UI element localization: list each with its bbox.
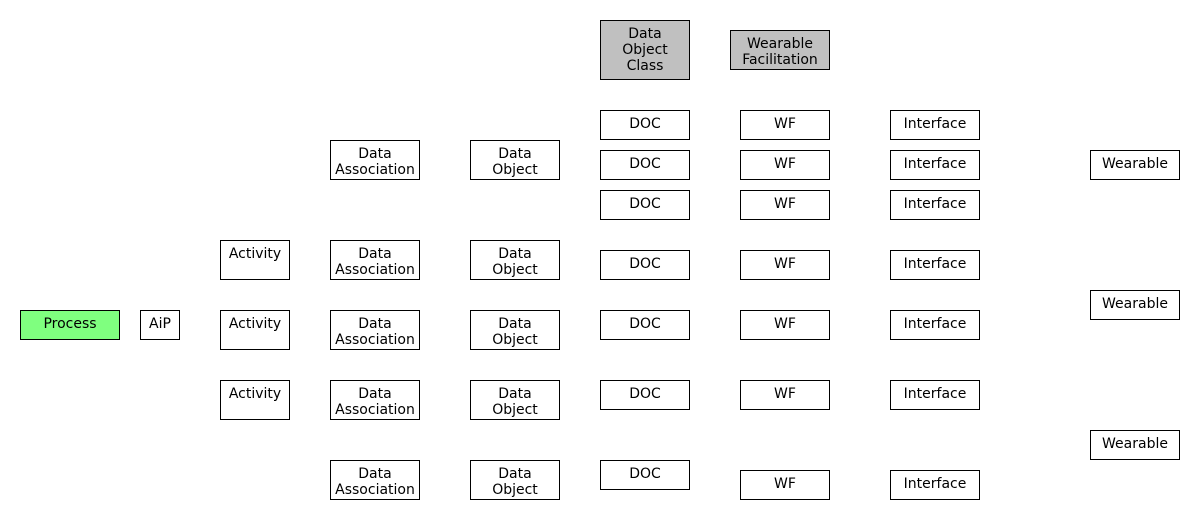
header-line: Class [626,58,664,74]
interface-node[interactable]: Interface [890,190,980,220]
wf-label: WF [774,316,796,332]
data-object-node[interactable]: Data Object [470,310,560,350]
data-object-label-line2: Object [492,402,538,418]
doc-label: DOC [629,386,661,402]
wearable-node[interactable]: Wearable [1090,430,1180,460]
data-association-node[interactable]: Data Association [330,380,420,420]
data-association-node[interactable]: Data Association [330,140,420,180]
wearable-label: Wearable [1102,156,1168,172]
data-object-node[interactable]: Data Object [470,380,560,420]
data-object-label-line1: Data [498,146,532,162]
activity-label: Activity [228,316,282,332]
data-association-label-line1: Data [358,386,392,402]
data-association-label-line2: Association [335,162,415,178]
data-association-label-line1: Data [358,146,392,162]
data-association-node[interactable]: Data Association [330,460,420,500]
data-object-label-line2: Object [492,482,538,498]
wf-label: WF [774,156,796,172]
interface-node[interactable]: Interface [890,310,980,340]
data-association-node[interactable]: Data Association [330,240,420,280]
doc-node[interactable]: DOC [600,460,690,490]
data-object-node[interactable]: Data Object [470,460,560,500]
activity-label: Activity [228,386,282,402]
header-line: Data [628,26,662,42]
wearable-label: Wearable [1102,436,1168,452]
data-object-label-line1: Data [498,316,532,332]
data-association-label-line2: Association [335,262,415,278]
doc-node[interactable]: DOC [600,190,690,220]
header-line: Wearable [747,36,813,52]
interface-node[interactable]: Interface [890,380,980,410]
activity-label: Activity [228,246,282,262]
aip-label: AiP [149,316,171,332]
activity-node[interactable]: Activity [220,310,290,350]
wf-node[interactable]: WF [740,150,830,180]
doc-label: DOC [629,116,661,132]
data-association-node[interactable]: Data Association [330,310,420,350]
wf-label: WF [774,386,796,402]
doc-label: DOC [629,316,661,332]
data-association-label-line2: Association [335,332,415,348]
doc-node[interactable]: DOC [600,250,690,280]
wf-node[interactable]: WF [740,470,830,500]
wearable-node[interactable]: Wearable [1090,290,1180,320]
interface-label: Interface [903,476,967,492]
header-line: Facilitation [742,52,818,68]
doc-node[interactable]: DOC [600,150,690,180]
wearable-node[interactable]: Wearable [1090,150,1180,180]
header-line: Object [622,42,668,58]
activity-node[interactable]: Activity [220,240,290,280]
wf-node[interactable]: WF [740,250,830,280]
data-object-label-line2: Object [492,162,538,178]
interface-label: Interface [903,196,967,212]
wf-label: WF [774,256,796,272]
doc-node[interactable]: DOC [600,110,690,140]
doc-label: DOC [629,466,661,482]
interface-node[interactable]: Interface [890,250,980,280]
data-object-label-line2: Object [492,332,538,348]
activity-node[interactable]: Activity [220,380,290,420]
interface-label: Interface [903,256,967,272]
interface-node[interactable]: Interface [890,110,980,140]
wearable-facilitation-header[interactable]: Wearable Facilitation [730,30,830,70]
wf-label: WF [774,196,796,212]
aip-node[interactable]: AiP [140,310,180,340]
wf-node[interactable]: WF [740,190,830,220]
wf-node[interactable]: WF [740,310,830,340]
data-object-label-line1: Data [498,246,532,262]
doc-label: DOC [629,256,661,272]
data-object-node[interactable]: Data Object [470,240,560,280]
process-node[interactable]: Process [20,310,120,340]
doc-node[interactable]: DOC [600,380,690,410]
wf-label: WF [774,116,796,132]
interface-label: Interface [903,116,967,132]
doc-label: DOC [629,156,661,172]
interface-node[interactable]: Interface [890,150,980,180]
interface-node[interactable]: Interface [890,470,980,500]
wf-node[interactable]: WF [740,380,830,410]
wf-node[interactable]: WF [740,110,830,140]
data-association-label-line1: Data [358,316,392,332]
doc-label: DOC [629,196,661,212]
interface-label: Interface [903,316,967,332]
data-association-label-line2: Association [335,402,415,418]
data-object-node[interactable]: Data Object [470,140,560,180]
wearable-label: Wearable [1102,296,1168,312]
data-object-label-line1: Data [498,386,532,402]
data-association-label-line2: Association [335,482,415,498]
wf-label: WF [774,476,796,492]
data-association-label-line1: Data [358,466,392,482]
data-association-label-line1: Data [358,246,392,262]
process-label: Process [43,316,97,332]
interface-label: Interface [903,156,967,172]
data-object-class-header[interactable]: Data Object Class [600,20,690,80]
data-object-label-line2: Object [492,262,538,278]
interface-label: Interface [903,386,967,402]
doc-node[interactable]: DOC [600,310,690,340]
data-object-label-line1: Data [498,466,532,482]
